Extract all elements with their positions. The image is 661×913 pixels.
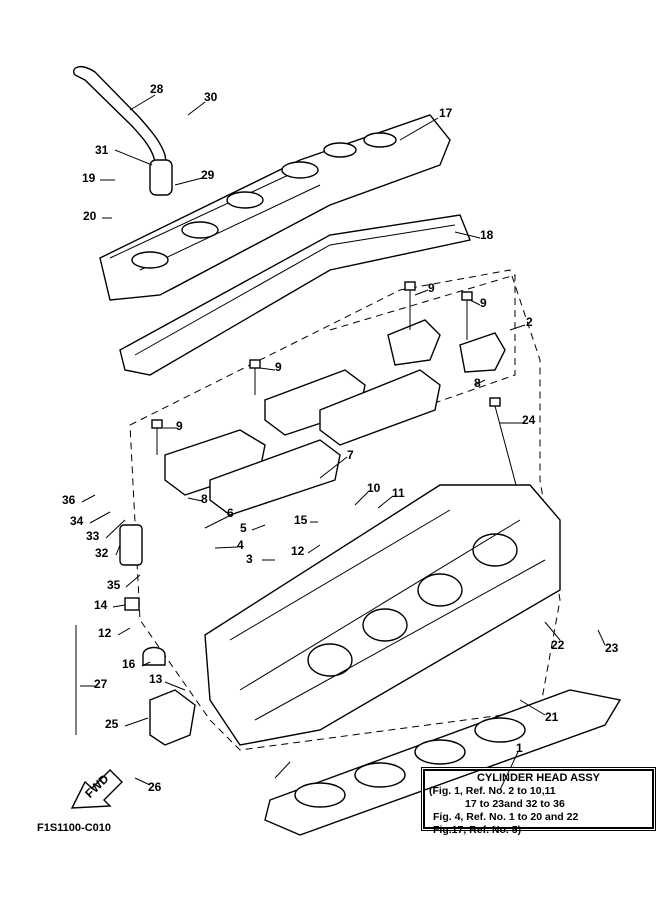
- leader-lines: [80, 94, 606, 791]
- assy-note-line: Fig. 4, Ref. No. 1 to 20 and 22: [433, 811, 579, 823]
- callout-20: 20: [83, 209, 97, 223]
- callout-15: 15: [294, 513, 308, 527]
- assy-note-line: Fig.17, Ref. No. 5): [433, 824, 522, 836]
- fwd-arrow-icon: FWD: [70, 769, 123, 809]
- callout-18: 18: [480, 228, 494, 242]
- head-cover-gasket: [119, 214, 471, 376]
- callout-5: 5: [240, 521, 247, 535]
- callout-22: 22: [551, 638, 565, 652]
- camshaft-cap: [209, 439, 341, 516]
- camshaft-cap: [459, 332, 506, 373]
- bolt-9: [249, 359, 261, 395]
- cylinder-head-assy-note: CYLINDER HEAD ASSY (Fig. 1, Ref. No. 2 t…: [423, 769, 654, 836]
- nut-14: [124, 597, 140, 611]
- figure-code: F1S1100-C010: [37, 822, 111, 834]
- callout-23: 23: [605, 641, 619, 655]
- cap-nut-16: [142, 646, 166, 666]
- callout-27: 27: [94, 677, 108, 691]
- callout-6: 6: [227, 506, 234, 520]
- bolt-9: [404, 281, 416, 330]
- callout-36: 36: [62, 493, 76, 507]
- bolt-9: [151, 419, 163, 455]
- callout-9: 9: [428, 281, 435, 295]
- callout-12: 12: [98, 626, 112, 640]
- callout-25: 25: [105, 717, 119, 731]
- callout-19: 19: [82, 171, 96, 185]
- callout-9: 9: [176, 419, 183, 433]
- assy-note-line: 17 to 23and 32 to 36: [465, 798, 565, 810]
- assy-title: CYLINDER HEAD ASSY: [476, 772, 601, 784]
- callout-33: 33: [86, 529, 100, 543]
- callout-31: 31: [95, 143, 109, 157]
- callout-21: 21: [545, 710, 559, 724]
- callout-10: 10: [367, 481, 381, 495]
- sleeve-32: [119, 524, 143, 566]
- callout-11: 11: [392, 486, 405, 500]
- bolt-9: [461, 291, 473, 340]
- callout-8: 8: [201, 492, 208, 506]
- callout-1: 1: [516, 741, 523, 755]
- callout-28: 28: [150, 82, 164, 96]
- callout-29: 29: [201, 168, 215, 182]
- callout-16: 16: [122, 657, 136, 671]
- bracket-25: [149, 689, 196, 746]
- callout-2: 2: [526, 315, 533, 329]
- callout-26: 26: [148, 780, 162, 794]
- callout-9: 9: [480, 296, 487, 310]
- callout-17: 17: [439, 106, 453, 120]
- callout-34: 34: [70, 514, 84, 528]
- hose-joint: [149, 159, 173, 196]
- callout-12: 12: [291, 544, 305, 558]
- callout-4: 4: [237, 538, 244, 552]
- callout-30: 30: [204, 90, 218, 104]
- camshaft-cap: [319, 369, 441, 446]
- callout-7: 7: [347, 448, 354, 462]
- camshaft-cap: [387, 319, 441, 366]
- callout-13: 13: [149, 672, 163, 686]
- callout-35: 35: [107, 578, 121, 592]
- callout-3: 3: [246, 552, 253, 566]
- callout-9: 9: [275, 360, 282, 374]
- callout-8: 8: [474, 376, 481, 390]
- assy-note-line: (Fig. 1, Ref. No. 2 to 10,11: [429, 785, 556, 797]
- callout-14: 14: [94, 598, 108, 612]
- callout-32: 32: [95, 546, 109, 560]
- callout-24: 24: [522, 413, 536, 427]
